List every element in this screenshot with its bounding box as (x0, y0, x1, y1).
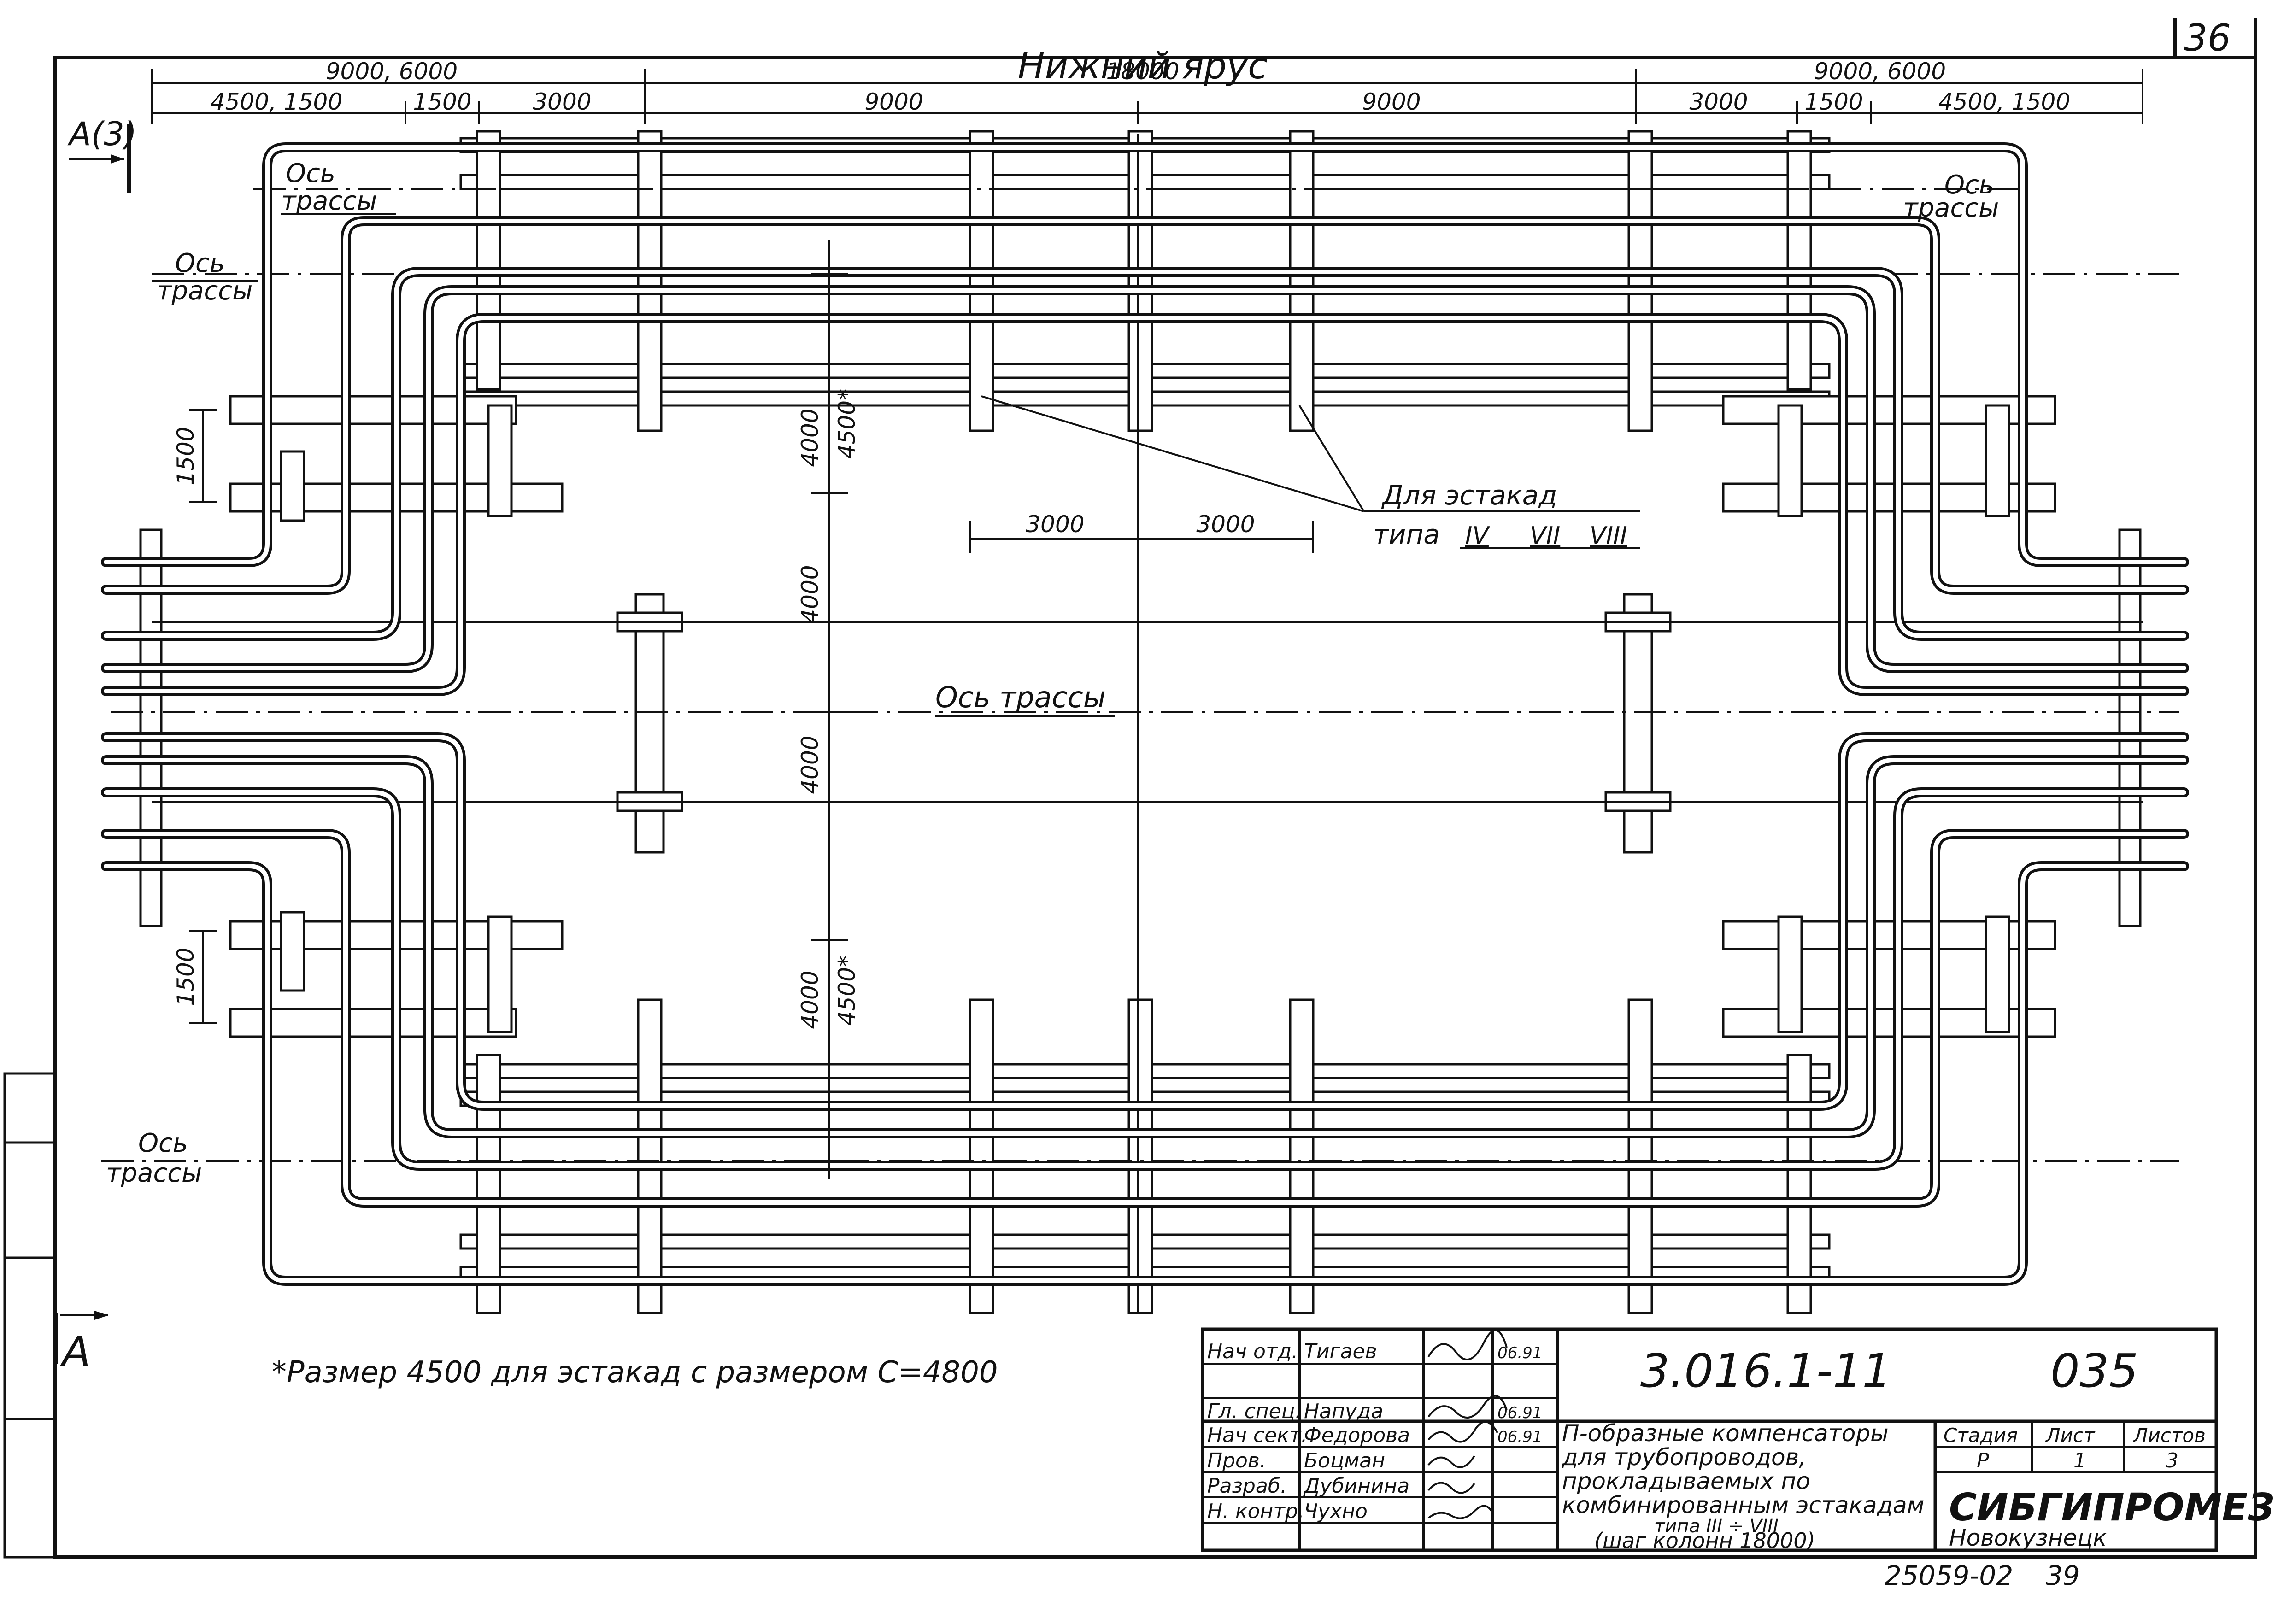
axis-label-upper-right-1: Ось (1944, 170, 1994, 200)
tier-title: Нижний ярус (1018, 46, 1268, 87)
section-label-top: А(3) (67, 115, 137, 153)
description-4: комбинированным эстакадам (1562, 1492, 1924, 1518)
name-3: Федорова (1304, 1424, 1410, 1447)
org-name: СИБГИПРОМЕЗ (1949, 1486, 2275, 1530)
doc-code: 3.016.1-11 (1640, 1344, 1891, 1398)
name-5: Дубинина (1303, 1474, 1409, 1498)
org-city: Новокузнецк (1949, 1524, 2107, 1551)
section-mark-top (69, 124, 131, 193)
dim-top-2-4: 9000 (864, 88, 923, 115)
description-1: П-образные компенсаторы (1562, 1420, 1889, 1447)
dim-top-2-7: 1500 (1804, 88, 1863, 115)
footnote: *Размер 4500 для эстакад с размером С=48… (272, 1355, 998, 1389)
role-4: Пров. (1207, 1449, 1266, 1472)
dim-left-1500-lower: 1500 (172, 947, 199, 1006)
callout-line1: Для эстакад (1381, 480, 1557, 511)
section-label-bottom: А (60, 1328, 91, 1376)
guide-lines (152, 134, 2143, 1313)
dim-top-2-8: 4500, 1500 (1938, 88, 2070, 115)
title-block (1201, 1327, 2218, 1552)
dim-top-center-overall: 18000 (1106, 58, 1179, 85)
description-2: для трубопроводов, (1562, 1444, 1806, 1471)
axis-label-upper-left-2: трассы (281, 186, 377, 216)
axis-label-left-1: Ось (175, 248, 225, 278)
sheet-value: 1 (2073, 1449, 2086, 1472)
date-3: 06.91 (1497, 1428, 1542, 1446)
doc-suffix: 035 (2050, 1344, 2138, 1398)
dim-span-right: 3000 (1196, 511, 1255, 538)
dim-left-1500-upper: 1500 (172, 427, 199, 485)
stage-header: Стадия (1944, 1424, 2018, 1447)
dim-top-2-5: 9000 (1362, 88, 1421, 115)
sheets-value: 3 (2166, 1449, 2178, 1472)
dim-vertical-upper-b: 4500* (834, 389, 860, 459)
trestle-columns (139, 130, 2142, 1314)
archive-number: 25059-02 (1885, 1560, 2013, 1591)
name-4: Боцман (1304, 1449, 1385, 1472)
sheets-header: Листов (2132, 1424, 2206, 1447)
sheet-number: 36 (2184, 17, 2231, 59)
dim-vertical-mid-2: 4000 (797, 735, 823, 794)
role-6: Н. контр. (1207, 1500, 1304, 1523)
callout-type-3: VIII (1590, 522, 1627, 550)
name-1: Тигаев (1304, 1340, 1377, 1363)
stage-value: Р (1977, 1449, 1989, 1472)
dim-top-left-overall: 9000, 6000 (326, 58, 458, 85)
role-3: Нач сект. (1207, 1424, 1308, 1447)
dim-top-2-6: 3000 (1689, 88, 1748, 115)
dim-vertical-upper-a: 4000 (797, 408, 823, 467)
axis-label-lower-left-1: Ось (138, 1128, 188, 1158)
description-5: типа III ÷ VIII (1654, 1516, 1779, 1537)
dim-span-left: 3000 (1026, 511, 1084, 538)
compensator-pipes (101, 142, 2189, 1286)
dim-top-2-3: 3000 (533, 88, 591, 115)
description-3: прокладываемых по (1562, 1468, 1810, 1495)
name-6: Чухно (1304, 1500, 1368, 1523)
archive-page: 39 (2046, 1560, 2080, 1591)
role-2: Гл. спец. (1207, 1400, 1302, 1423)
dim-top-2-1: 4500, 1500 (211, 88, 342, 115)
section-mark-bottom (53, 1311, 108, 1364)
role-1: Нач отд. (1207, 1340, 1298, 1363)
description-6: (шаг колонн 18000) (1594, 1528, 1815, 1553)
date-1: 06.91 (1497, 1344, 1542, 1362)
dim-vertical-mid-1: 4000 (797, 565, 823, 623)
sheet-header: Лист (2045, 1424, 2096, 1447)
vertical-dimensions (189, 240, 848, 1179)
top-dimensions (151, 69, 2143, 124)
axis-label-upper-right-2: трассы (1903, 193, 1999, 223)
dim-top-right-overall: 9000, 6000 (1814, 58, 1946, 85)
span-dimension (969, 395, 1640, 553)
axis-label-upper-left-1: Ось (286, 158, 335, 188)
signatures (1427, 1329, 1508, 1519)
role-5: Разраб. (1207, 1474, 1287, 1498)
date-2: 06.91 (1497, 1404, 1542, 1422)
callout-line2-prefix: типа (1373, 519, 1440, 550)
dim-vertical-lower-b: 4500* (834, 956, 860, 1026)
name-2: Напуда (1304, 1400, 1383, 1423)
callout-type-2: VII (1530, 522, 1560, 550)
callout-type-1: IV (1465, 522, 1490, 550)
axis-label-lower-left-2: трассы (106, 1158, 202, 1188)
axis-label-center: Ось трассы (935, 680, 1106, 714)
dim-vertical-lower-a: 4000 (797, 970, 823, 1029)
dim-top-2-2: 1500 (413, 88, 471, 115)
